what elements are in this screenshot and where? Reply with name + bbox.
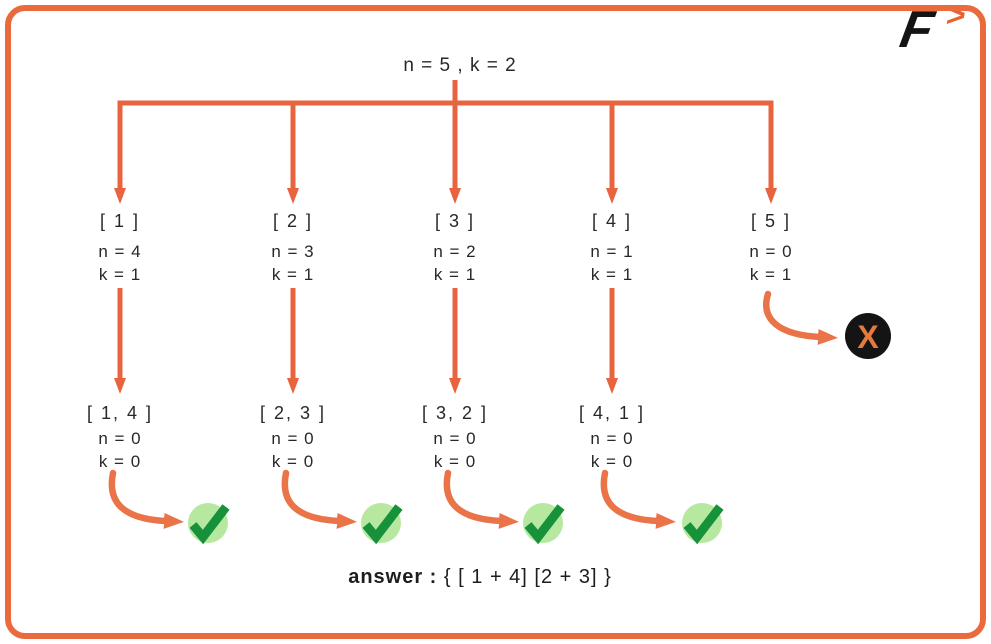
node-k: k = 1 bbox=[590, 265, 634, 284]
node-k: k = 0 bbox=[271, 452, 315, 471]
answer-prefix: answer : bbox=[348, 566, 438, 588]
node-label: [ 2 ] bbox=[272, 211, 314, 231]
node-n: n = 1 bbox=[590, 242, 634, 261]
answer-text: answer : { [ 1 + 4] [2 + 3] } bbox=[348, 566, 612, 589]
x-circle bbox=[845, 313, 891, 359]
node-n: n = 0 bbox=[271, 429, 315, 448]
check-icon bbox=[523, 503, 565, 545]
result-arrow-1 bbox=[108, 469, 184, 529]
node-label: [ 5 ] bbox=[750, 211, 792, 231]
node-n: n = 4 bbox=[98, 242, 142, 261]
x-icon: X bbox=[845, 313, 891, 359]
result-arrow-4 bbox=[600, 469, 676, 529]
check-icon bbox=[188, 503, 230, 545]
node-label: [ 2, 3 ] bbox=[259, 403, 327, 423]
logo-arrow-icon: > bbox=[943, 0, 969, 33]
node-label: [ 3, 2 ] bbox=[421, 403, 489, 423]
check-mark bbox=[683, 504, 724, 545]
node-k: k = 1 bbox=[749, 265, 793, 284]
node-k: k = 0 bbox=[433, 452, 477, 471]
check-icon bbox=[682, 503, 724, 545]
result-arrow-2 bbox=[281, 469, 357, 529]
logo-letter: F bbox=[895, 1, 938, 59]
x-glyph: X bbox=[857, 319, 879, 355]
reject-arrow bbox=[763, 290, 838, 345]
node-n: n = 0 bbox=[433, 429, 477, 448]
node-k: k = 1 bbox=[433, 265, 477, 284]
tree-rail bbox=[114, 80, 777, 394]
node-k: k = 1 bbox=[271, 265, 315, 284]
result-arrows bbox=[108, 290, 838, 529]
node-label: [ 3 ] bbox=[434, 211, 476, 231]
node-k: k = 0 bbox=[98, 452, 142, 471]
node-label: [ 1, 4 ] bbox=[86, 403, 154, 423]
node-k: k = 0 bbox=[590, 452, 634, 471]
node-label: [ 4 ] bbox=[591, 211, 633, 231]
node-label: [ 1 ] bbox=[99, 211, 141, 231]
node-n: n = 0 bbox=[590, 429, 634, 448]
check-mark bbox=[189, 504, 230, 545]
check-icon bbox=[361, 503, 403, 545]
node-n: n = 2 bbox=[433, 242, 477, 261]
brand-logo: F > bbox=[893, 0, 975, 64]
node-n: n = 0 bbox=[98, 429, 142, 448]
check-mark bbox=[524, 504, 565, 545]
result-arrow-3 bbox=[443, 469, 519, 529]
check-mark bbox=[362, 504, 403, 545]
node-n: n = 3 bbox=[271, 242, 315, 261]
root-node-label: n = 5 , k = 2 bbox=[403, 55, 517, 76]
node-n: n = 0 bbox=[749, 242, 793, 261]
answer-value: { [ 1 + 4] [2 + 3] } bbox=[443, 566, 612, 588]
node-label: [ 4, 1 ] bbox=[578, 403, 646, 423]
node-k: k = 1 bbox=[98, 265, 142, 284]
